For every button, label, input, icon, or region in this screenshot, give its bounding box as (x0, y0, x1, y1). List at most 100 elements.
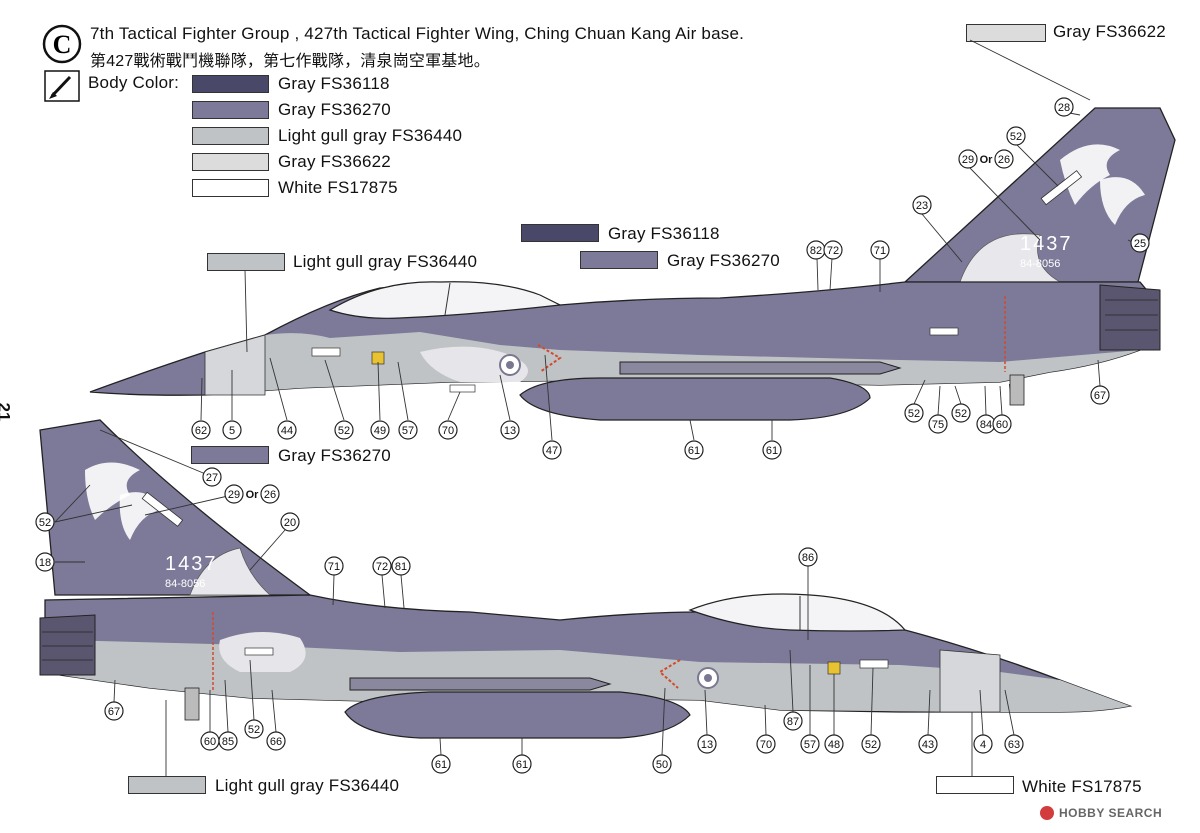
callout-number: 5 (229, 425, 235, 437)
callout-number: 81 (395, 561, 407, 573)
callout-number: 61 (435, 759, 447, 771)
callout-number: 71 (874, 245, 886, 257)
callout-number: 85 (222, 736, 234, 748)
callout-number: 71 (328, 561, 340, 573)
callout-number: 52 (908, 408, 920, 420)
callout-number: 29 (228, 489, 240, 501)
callout-number: 18 (39, 557, 51, 569)
callout-number: 57 (402, 425, 414, 437)
callout-number: 43 (922, 739, 934, 751)
label-gray-36270-lower: Gray FS36270 (278, 446, 391, 465)
legend-label: Gray FS36270 (278, 100, 391, 119)
callout-number: 57 (804, 739, 816, 751)
swatch-gray-36118 (192, 75, 269, 93)
lower-drop-tank (344, 691, 691, 739)
callout-number: 87 (787, 716, 799, 728)
callout-number: 52 (39, 517, 51, 529)
callout-number: 13 (701, 739, 713, 751)
callout-number: 23 (916, 200, 928, 212)
callout-number: 75 (932, 419, 944, 431)
swatch-white-lower (936, 776, 1014, 794)
callout-number: 52 (865, 739, 877, 751)
callout-number: 70 (760, 739, 772, 751)
callout-number: 44 (281, 425, 293, 437)
lower-callouts: 27 29 Or 26 52 18 20 71 72 81 86 67 60 8… (35, 39, 1091, 776)
callout-number: 52 (955, 408, 967, 420)
callout-number: 4 (980, 739, 986, 751)
title-english: 7th Tactical Fighter Group , 427th Tacti… (90, 24, 745, 43)
callout-number: 13 (504, 425, 516, 437)
callout-number: 52 (1010, 131, 1022, 143)
callout-number: 49 (374, 425, 386, 437)
callout-number: 63 (1008, 739, 1020, 751)
callout-number: 48 (828, 739, 840, 751)
lower-tail-eagle-emblem (85, 462, 140, 520)
legend-label: White FS17875 (278, 178, 398, 197)
swatch-gray-36270-lower (191, 446, 269, 464)
callout-number: 72 (827, 245, 839, 257)
label-gray-36270-upper: Gray FS36270 (667, 251, 780, 270)
swatch-white (192, 179, 269, 197)
swatch-light-gull-gray (192, 127, 269, 145)
upper-tail-number: 1437 (1020, 233, 1073, 255)
callout-number: 27 (206, 472, 218, 484)
label-top-right: Gray FS36622 (1053, 22, 1166, 41)
callout-number: 47 (546, 445, 558, 457)
callout-number: 60 (996, 419, 1008, 431)
callout-number: 67 (1094, 390, 1106, 402)
callout-number: 66 (270, 736, 282, 748)
callout-number: 20 (284, 517, 296, 529)
callout-number: 67 (108, 706, 120, 718)
watermark-text: HOBBY SEARCH (1059, 806, 1163, 820)
or-text: Or (246, 489, 260, 501)
upper-canopy (328, 281, 563, 319)
lower-missile (349, 677, 612, 691)
lower-tail-serial: 84-8056 (165, 578, 205, 590)
callout-number: 28 (1058, 102, 1070, 114)
callout-number: 26 (998, 154, 1010, 166)
label-light-gull-lower: Light gull gray FS36440 (215, 776, 400, 795)
callout-number: 82 (810, 245, 822, 257)
callout-number: 61 (766, 445, 778, 457)
hobby-search-logo-icon (1040, 806, 1054, 820)
upper-aircraft-profile: 1437 84-8056 (89, 107, 1176, 421)
upper-drop-tank (519, 377, 871, 421)
swatch-light-gull-lower (128, 776, 206, 794)
callout-number: 50 (656, 759, 668, 771)
callout-number: 52 (248, 724, 260, 736)
or-text: Or (980, 154, 994, 166)
scheme-letter-badge: C (42, 24, 82, 64)
lower-canopy (688, 593, 907, 632)
swatch-light-gull-upper (207, 253, 285, 271)
label-gray-36118-upper: Gray FS36118 (608, 224, 720, 243)
legend-label: Light gull gray FS36440 (278, 126, 463, 145)
callout-number: 86 (802, 552, 814, 564)
legend-label: Gray FS36118 (278, 74, 390, 93)
title-chinese: 第427戰術戰鬥機聯隊，第七作戰隊，清泉崗空軍基地。 (90, 53, 490, 70)
callout-number: 62 (195, 425, 207, 437)
legend-label: Gray FS36622 (278, 152, 391, 171)
callout-number: 26 (264, 489, 276, 501)
callout-number: 84 (980, 419, 992, 431)
watermark: HOBBY SEARCH (1040, 806, 1162, 820)
lower-tail-number: 1437 (165, 553, 218, 575)
upper-callouts: 62 5 44 52 49 57 70 13 47 61 61 52 75 52… (191, 97, 1150, 460)
callout-number: 29 (962, 154, 974, 166)
swatch-gray-36270 (192, 101, 269, 119)
callout-number: 72 (376, 561, 388, 573)
upper-tail-eagle-emblem (1060, 144, 1120, 205)
body-color-label: Body Color: (88, 73, 180, 92)
swatch-gray-36622 (192, 153, 269, 171)
callout-number: 25 (1134, 238, 1146, 250)
label-white-lower: White FS17875 (1022, 777, 1142, 796)
paint-brush-icon (44, 70, 80, 102)
upper-tail-serial: 84-8056 (1020, 258, 1060, 270)
lower-aircraft-profile: 1437 84-8056 (39, 419, 1133, 739)
callout-number: 61 (516, 759, 528, 771)
label-light-gull-upper: Light gull gray FS36440 (293, 252, 478, 271)
swatch-gray-36270-upper (580, 251, 658, 269)
scheme-letter: C (53, 30, 72, 59)
swatch-gray-36118-upper (521, 224, 599, 242)
callout-number: 60 (204, 736, 216, 748)
